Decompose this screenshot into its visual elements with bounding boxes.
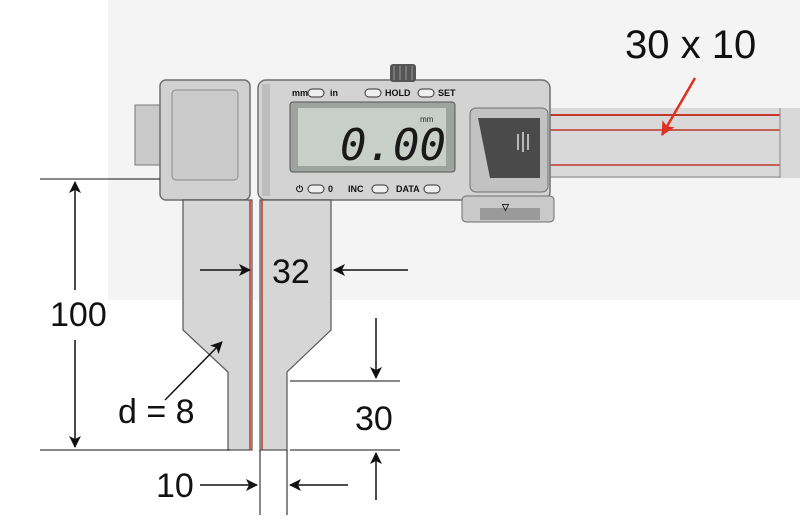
hold-button[interactable]	[364, 88, 382, 98]
inc-button[interactable]	[371, 184, 389, 194]
hole-label: d = 8	[118, 393, 195, 431]
beam-section-label: 30 x 10	[625, 23, 756, 67]
buttons-bottom: ⏻ 0 INC DATA ▽	[296, 184, 510, 212]
fine-adjust-knob[interactable]	[390, 64, 416, 82]
dimension-tip-length: 30	[290, 318, 400, 500]
data-label: DATA	[396, 184, 420, 194]
zero-label: 0	[328, 184, 333, 194]
height-label: 100	[50, 296, 107, 334]
tip-length-label: 30	[355, 400, 393, 438]
buttons-top: mm in HOLD SET	[292, 88, 456, 98]
triangle-mark: ▽	[501, 202, 510, 212]
in-label: in	[330, 88, 338, 98]
slider-body	[257, 64, 555, 223]
inc-label: INC	[348, 184, 364, 194]
lcd-screen	[298, 108, 446, 166]
moving-jaw	[259, 199, 332, 451]
beam	[545, 108, 800, 178]
lcd-unit: mm	[420, 115, 434, 124]
mm-in-button[interactable]	[307, 88, 325, 98]
lock-screw[interactable]	[478, 118, 540, 178]
set-label: SET	[438, 88, 456, 98]
jaw-width-label: 32	[272, 253, 310, 291]
data-button[interactable]	[423, 184, 441, 194]
tip-width-label: 10	[156, 467, 194, 505]
dimension-height: 100	[40, 178, 230, 451]
hold-label: HOLD	[385, 88, 411, 98]
dimension-hole: d = 8	[118, 341, 223, 431]
lcd-reading: 0.00	[340, 120, 446, 171]
beam-section-callout: 30 x 10	[625, 23, 756, 136]
power-icon: ⏻	[296, 184, 304, 194]
set-button[interactable]	[417, 88, 435, 98]
dimension-tip-width: 10	[156, 450, 348, 515]
mm-label: mm	[292, 88, 308, 98]
dimension-jaw-width: 32	[200, 253, 408, 291]
power-button[interactable]	[307, 184, 325, 194]
fixed-jaw-head	[134, 79, 251, 201]
